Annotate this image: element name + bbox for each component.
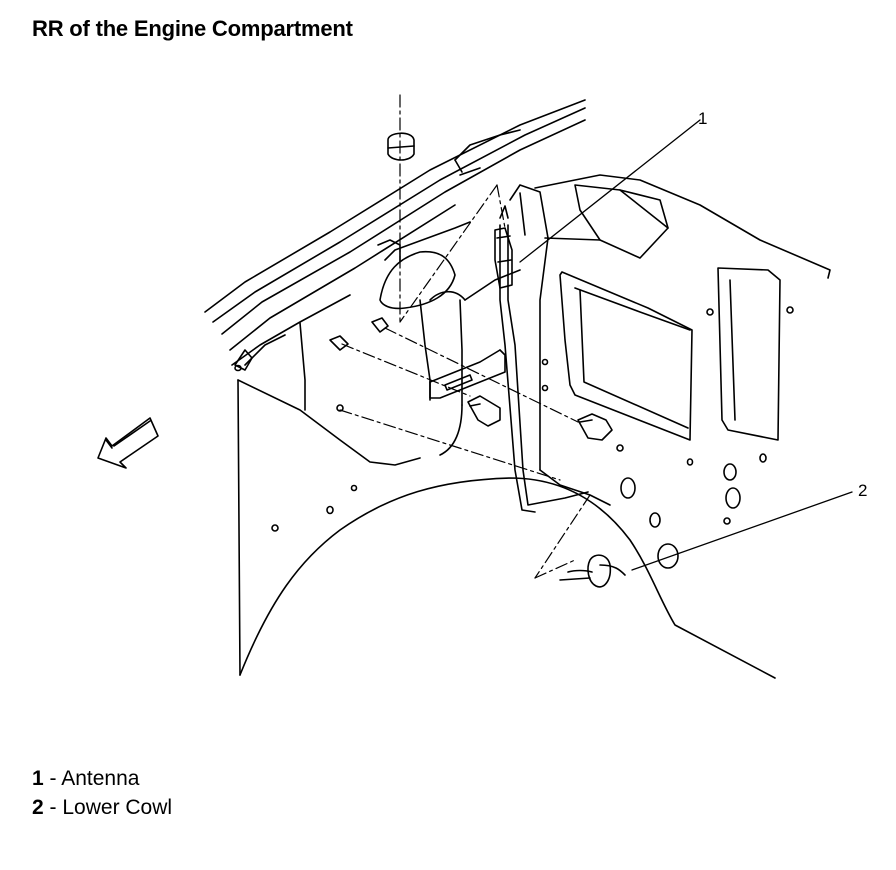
legend-number: 2	[32, 796, 44, 819]
cowl-top-rail	[204, 99, 586, 366]
legend-separator: -	[43, 796, 63, 819]
callout-1: 1	[519, 109, 707, 263]
legend-label: Lower Cowl	[62, 796, 173, 819]
legend-item-lower-cowl: 2 - Lower Cowl	[32, 793, 172, 822]
grommet-top	[387, 132, 415, 161]
right-panel	[509, 174, 831, 506]
center-wall	[377, 221, 521, 456]
panel-holes	[234, 306, 794, 569]
antenna-assembly	[429, 205, 589, 513]
bolts	[329, 317, 613, 441]
forward-arrow-icon	[97, 417, 159, 469]
lower-cowl-grommet	[559, 554, 626, 588]
legend-label: Antenna	[61, 767, 140, 790]
callout-1-number: 1	[698, 109, 707, 128]
legend-separator: -	[43, 767, 62, 790]
callout-2: 2	[631, 481, 867, 571]
legend-number: 1	[32, 767, 44, 790]
callout-legend: 1 - Antenna 2 - Lower Cowl	[32, 764, 172, 822]
diagram-title: RR of the Engine Compartment	[32, 16, 353, 41]
alignment-lines	[339, 94, 591, 579]
callout-2-number: 2	[858, 481, 867, 500]
left-panel	[234, 322, 776, 679]
legend-item-antenna: 1 - Antenna	[32, 764, 172, 793]
